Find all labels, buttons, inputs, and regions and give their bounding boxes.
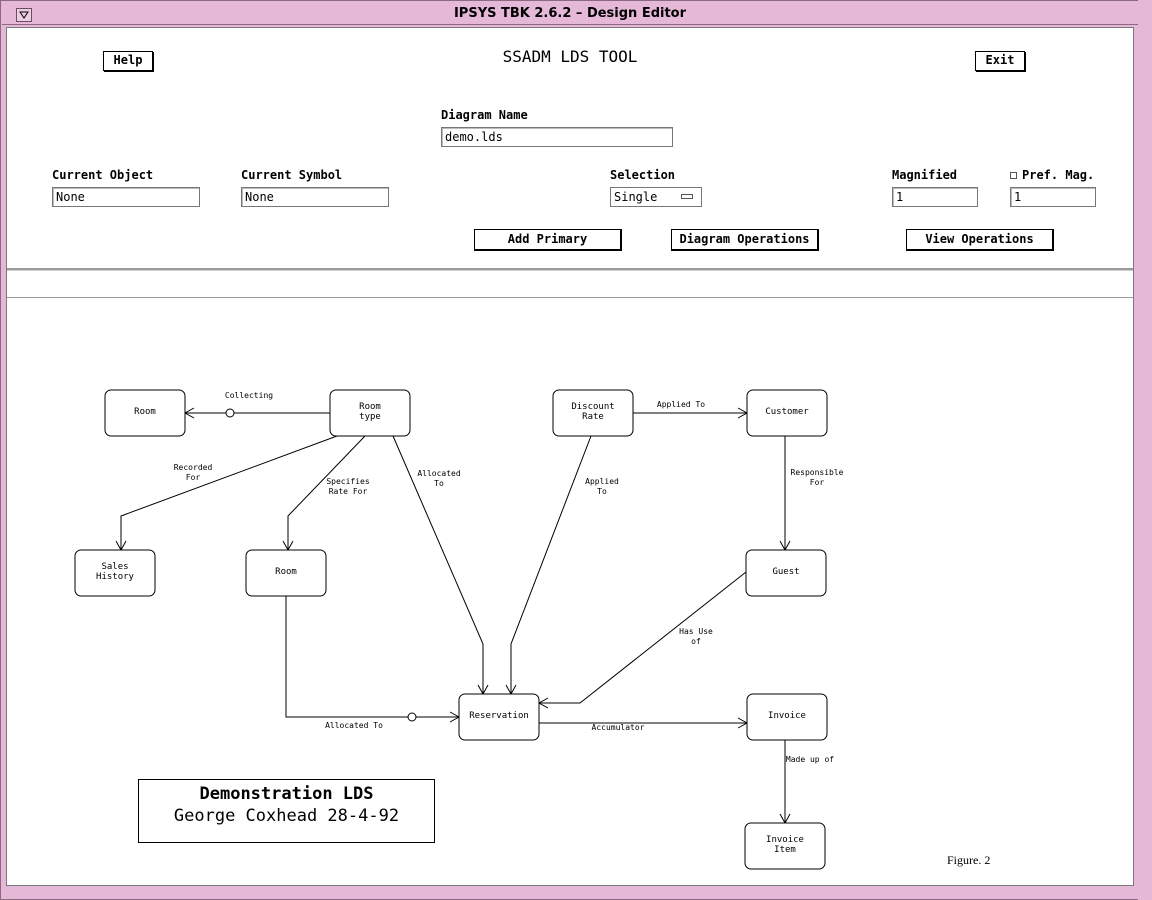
relationship-label: Has Use bbox=[679, 627, 713, 636]
relationship-label: Applied To bbox=[657, 400, 705, 409]
relationship-label: Responsible bbox=[791, 468, 844, 477]
entity-box bbox=[245, 549, 327, 597]
relationship-label: Rate For bbox=[329, 487, 368, 496]
selection-label: Selection bbox=[610, 168, 676, 182]
selection-dropdown[interactable]: Single bbox=[610, 187, 702, 207]
selection-value: Single bbox=[614, 190, 658, 204]
current-object-field[interactable]: None bbox=[52, 187, 200, 207]
entity-label: Guest bbox=[772, 567, 799, 577]
allocated-to-line bbox=[285, 596, 459, 718]
entity-label: History bbox=[96, 572, 135, 582]
optional-circle-icon bbox=[407, 712, 417, 722]
entity-label: type bbox=[359, 412, 381, 422]
entity-box bbox=[746, 389, 828, 437]
window-menu-icon[interactable] bbox=[16, 8, 32, 22]
title-block-line2: George Coxhead 28-4-92 bbox=[173, 806, 400, 826]
pref-mag-field[interactable]: 1 bbox=[1010, 187, 1096, 207]
add-primary-button[interactable]: Add Primary bbox=[474, 229, 622, 251]
magnified-field[interactable]: 1 bbox=[892, 187, 978, 207]
diagram-name-field[interactable]: demo.lds bbox=[441, 127, 673, 147]
window-title: IPSYS TBK 2.6.2 – Design Editor bbox=[453, 6, 687, 21]
has-use-of-line bbox=[539, 571, 747, 704]
option-menu-icon bbox=[681, 194, 693, 199]
title-block-line1: Demonstration LDS bbox=[199, 784, 374, 804]
entity-box bbox=[746, 693, 828, 741]
pref-mag-label: Pref. Mag. bbox=[1022, 168, 1095, 182]
relationship-label: Specifies bbox=[326, 477, 370, 486]
current-object-label: Current Object bbox=[52, 168, 154, 182]
entity-box bbox=[104, 389, 186, 437]
relationship-label: Applied bbox=[585, 477, 619, 486]
entity-label: Room bbox=[134, 407, 156, 417]
entity-label: Rate bbox=[582, 412, 604, 422]
relationship-label: Made up of bbox=[786, 755, 834, 764]
figure-label: Figure. 2 bbox=[947, 853, 991, 867]
current-symbol-label: Current Symbol bbox=[241, 168, 343, 182]
entity-box bbox=[745, 549, 827, 597]
relationship-label: Accumulator bbox=[592, 723, 645, 732]
entity-label: Discount bbox=[571, 402, 614, 412]
control-panel: Help SSADM LDS TOOL Exit Diagram Name de… bbox=[7, 28, 1133, 270]
title-bar[interactable]: IPSYS TBK 2.6.2 – Design Editor bbox=[2, 2, 1138, 25]
entity-label: Reservation bbox=[469, 711, 529, 721]
relationship-label: Collecting bbox=[225, 391, 273, 400]
diagram-name-label: Diagram Name bbox=[441, 108, 528, 122]
entity-box bbox=[744, 822, 826, 870]
tool-heading: SSADM LDS TOOL bbox=[502, 47, 638, 66]
help-button[interactable]: Help bbox=[103, 51, 153, 71]
entity-label: Room bbox=[359, 402, 381, 412]
relationship-label: Allocated To bbox=[325, 721, 383, 730]
diagram-operations-button[interactable]: Diagram Operations bbox=[671, 229, 819, 251]
relationship-label: To bbox=[434, 479, 444, 488]
specifies-rate-for-line bbox=[287, 435, 366, 550]
entity-label: Invoice bbox=[768, 711, 806, 721]
entity-box bbox=[552, 389, 634, 437]
entity-box bbox=[458, 693, 540, 741]
magnified-label: Magnified bbox=[892, 168, 958, 182]
current-symbol-field[interactable]: None bbox=[241, 187, 389, 207]
message-bar bbox=[7, 270, 1133, 299]
entity-box bbox=[329, 389, 411, 437]
relationship-label: Recorded bbox=[174, 463, 213, 472]
allocated-to-line bbox=[392, 435, 484, 694]
pref-mag-checkbox[interactable] bbox=[1010, 172, 1017, 179]
relationship-label: To bbox=[597, 487, 607, 496]
client-area: Help SSADM LDS TOOL Exit Diagram Name de… bbox=[6, 27, 1134, 886]
optional-circle-icon bbox=[225, 408, 235, 418]
entity-label: Item bbox=[774, 845, 796, 855]
relationship-label: Allocated bbox=[417, 469, 461, 478]
entity-label: Room bbox=[275, 567, 297, 577]
view-operations-button[interactable]: View Operations bbox=[906, 229, 1054, 251]
entity-label: Invoice bbox=[766, 835, 804, 845]
entity-label: Sales bbox=[101, 562, 128, 572]
recorded-for-line bbox=[120, 435, 338, 550]
title-block: Demonstration LDS George Coxhead 28-4-92 bbox=[138, 779, 435, 843]
relationship-label: of bbox=[691, 637, 701, 646]
exit-button[interactable]: Exit bbox=[975, 51, 1025, 71]
applied-to-line bbox=[510, 435, 592, 694]
window-resize-border[interactable] bbox=[1138, 0, 1152, 900]
entity-label: Customer bbox=[765, 407, 809, 417]
relationship-label: For bbox=[186, 473, 201, 482]
entity-box bbox=[74, 549, 156, 597]
relationship-label: For bbox=[810, 478, 825, 487]
